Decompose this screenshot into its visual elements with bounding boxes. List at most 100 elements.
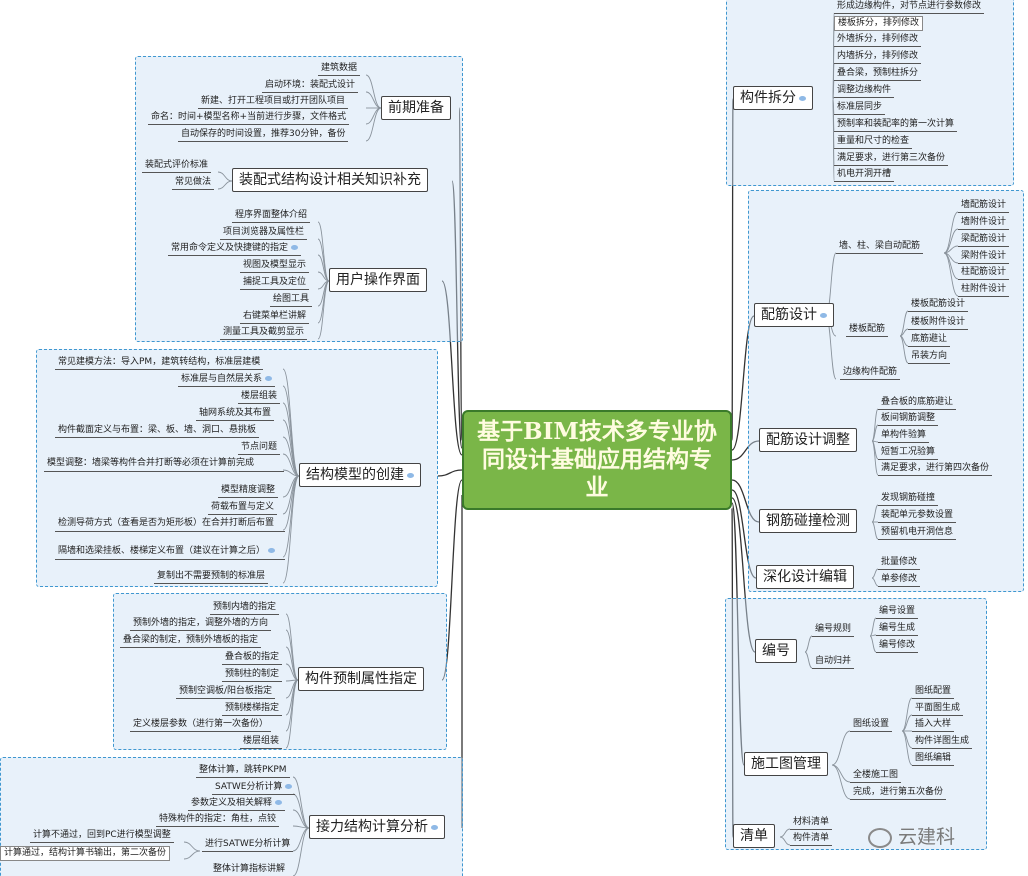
leaf-shenhua[interactable]: 单参修改 bbox=[878, 573, 921, 587]
leaf-peijin-a[interactable]: 梁配筋设计 bbox=[958, 233, 1010, 247]
leaf-qianqi[interactable]: 启动环境：装配式设计 bbox=[262, 79, 359, 93]
leaf-peijin-a[interactable]: 梁附件设计 bbox=[958, 250, 1010, 264]
branch-jieli[interactable]: 接力结构计算分析 bbox=[309, 815, 445, 839]
leaf-chaifen[interactable]: 调整边缘构件 bbox=[834, 84, 895, 98]
branch-qingdan[interactable]: 清单 bbox=[733, 824, 775, 848]
sub-bianhao[interactable]: 自动归并 bbox=[812, 655, 855, 669]
sub-peijin[interactable]: 墙、柱、梁自动配筋 bbox=[836, 240, 924, 254]
leaf-yonghu[interactable]: 捕捉工具及定位 bbox=[240, 276, 310, 290]
leaf-yuzhi[interactable]: 楼层组装 bbox=[240, 735, 283, 749]
leaf-pengzhuang[interactable]: 装配单元参数设置 bbox=[878, 509, 957, 523]
branch-peijin[interactable]: 配筋设计 bbox=[754, 303, 834, 327]
leaf-chaifen[interactable]: 楼板拆分，排列修改 bbox=[834, 16, 924, 31]
leaf-qingdan[interactable]: 材料清单 bbox=[790, 816, 833, 830]
leaf-yonghu[interactable]: 常用命令定义及快捷键的指定 bbox=[168, 242, 302, 256]
central-topic[interactable]: 基于BIM技术多专业协同设计基础应用结构专业 bbox=[462, 410, 732, 510]
branch-qianqi[interactable]: 前期准备 bbox=[381, 96, 451, 120]
leaf-shigong[interactable]: 图纸配置 bbox=[912, 685, 955, 699]
leaf-jieli[interactable]: 特殊构件的指定：角柱，点铰 bbox=[156, 813, 280, 827]
leaf-moxing[interactable]: 隔墙和选梁挂板、楼梯定义布置（建议在计算之后） bbox=[55, 544, 285, 560]
leaf-moxing[interactable]: 楼层组装 bbox=[238, 390, 281, 404]
leaf-tiaozheng[interactable]: 叠合板的底筋避让 bbox=[878, 396, 957, 410]
leaf-bianhao[interactable]: 编号修改 bbox=[876, 639, 919, 653]
leaf-yonghu[interactable]: 项目浏览器及属性栏 bbox=[220, 226, 308, 240]
leaf-peijin-a[interactable]: 柱附件设计 bbox=[958, 283, 1010, 297]
leaf-chaifen[interactable]: 预制率和装配率的第一次计算 bbox=[834, 118, 958, 132]
leaf-yuzhi[interactable]: 预制柱的制定 bbox=[222, 668, 283, 682]
leaf-zhishi[interactable]: 常见做法 bbox=[172, 176, 215, 190]
leaf-bianhao[interactable]: 编号设置 bbox=[876, 605, 919, 619]
leaf-chaifen[interactable]: 满足要求，进行第三次备份 bbox=[834, 152, 949, 166]
leaf-yuzhi[interactable]: 预制楼梯指定 bbox=[222, 702, 283, 716]
leaf-shigong[interactable]: 构件详图生成 bbox=[912, 735, 973, 749]
leaf-jieli[interactable]: 进行SATWE分析计算 bbox=[202, 838, 294, 852]
leaf-moxing[interactable]: 模型调整：墙梁等构件合并打断等必须在计算前完成 bbox=[44, 456, 284, 472]
leaf-chaifen[interactable]: 标准层同步 bbox=[834, 101, 886, 115]
leaf-peijin-a[interactable]: 柱配筋设计 bbox=[958, 266, 1010, 280]
sub-peijin[interactable]: 楼板配筋 bbox=[846, 323, 889, 337]
leaf-yuzhi[interactable]: 叠合板的指定 bbox=[222, 651, 283, 665]
leaf-moxing[interactable]: 构件截面定义与布置：梁、板、墙、洞口、悬挑板 bbox=[55, 424, 260, 438]
branch-chaifen[interactable]: 构件拆分 bbox=[733, 86, 813, 110]
leaf-peijin-a[interactable]: 墙附件设计 bbox=[958, 216, 1010, 230]
leaf-jieli[interactable]: 计算通过，结构计算书输出，第二次备份 bbox=[0, 846, 171, 861]
leaf-tiaozheng[interactable]: 单构件验算 bbox=[878, 429, 930, 443]
leaf-yuzhi[interactable]: 预制外墙的指定，调整外墙的方向 bbox=[130, 617, 272, 631]
leaf-peijin-b[interactable]: 底筋避让 bbox=[908, 333, 951, 347]
leaf-moxing[interactable]: 荷载布置与定义 bbox=[208, 501, 278, 515]
leaf-moxing[interactable]: 检测导荷方式（查看是否为矩形板）在合并打断后布置 bbox=[55, 516, 285, 532]
branch-shigong[interactable]: 施工图管理 bbox=[744, 752, 828, 776]
sub-shigong[interactable]: 图纸设置 bbox=[850, 718, 893, 732]
leaf-moxing[interactable]: 复制出不需要预制的标准层 bbox=[154, 570, 269, 584]
sub-bianhao[interactable]: 编号规则 bbox=[812, 623, 855, 637]
leaf-yonghu[interactable]: 程序界面整体介绍 bbox=[232, 209, 311, 223]
leaf-yuzhi[interactable]: 预制内墙的指定 bbox=[210, 601, 280, 615]
sub-shigong[interactable]: 完成，进行第五次备份 bbox=[850, 786, 947, 800]
leaf-shigong[interactable]: 平面图生成 bbox=[912, 702, 964, 716]
leaf-peijin-b[interactable]: 吊装方向 bbox=[908, 350, 951, 364]
leaf-chaifen[interactable]: 机电开洞开槽 bbox=[834, 168, 895, 182]
leaf-chaifen[interactable]: 内墙拆分，排列修改 bbox=[834, 50, 922, 64]
leaf-moxing[interactable]: 常见建模方法：导入PM，建筑转结构，标准层建模 bbox=[55, 356, 264, 370]
leaf-pengzhuang[interactable]: 预留机电开洞信息 bbox=[878, 526, 957, 540]
leaf-qianqi[interactable]: 自动保存的时间设置，推荐30分钟，备份 bbox=[178, 128, 349, 142]
leaf-jieli[interactable]: 整体计算指标讲解 bbox=[210, 863, 288, 876]
sub-peijin[interactable]: 边缘构件配筋 bbox=[840, 366, 901, 380]
leaf-jieli[interactable]: 整体计算，跳转PKPM bbox=[196, 764, 290, 778]
branch-tiaozheng[interactable]: 配筋设计调整 bbox=[759, 428, 857, 452]
leaf-yonghu[interactable]: 视图及模型显示 bbox=[240, 259, 310, 273]
leaf-moxing[interactable]: 标准层与自然层关系 bbox=[178, 373, 276, 387]
leaf-moxing[interactable]: 模型精度调整 bbox=[218, 484, 279, 498]
leaf-yonghu[interactable]: 绘图工具 bbox=[270, 293, 313, 307]
leaf-peijin-b[interactable]: 楼板配筋设计 bbox=[908, 298, 969, 312]
leaf-yuzhi[interactable]: 预制空调板/阳台板指定 bbox=[176, 685, 276, 699]
leaf-tiaozheng[interactable]: 板间钢筋调整 bbox=[878, 412, 939, 426]
branch-moxing[interactable]: 结构模型的创建 bbox=[299, 463, 421, 487]
leaf-chaifen[interactable]: 外墙拆分，排列修改 bbox=[834, 33, 922, 47]
leaf-chaifen[interactable]: 叠合梁，预制柱拆分 bbox=[834, 67, 922, 81]
leaf-chaifen[interactable]: 重量和尺寸的检查 bbox=[834, 135, 913, 149]
sub-shigong[interactable]: 全楼施工图 bbox=[850, 769, 902, 783]
leaf-qianqi[interactable]: 命名：时间+模型名称+当前进行步骤，文件格式 bbox=[148, 111, 350, 125]
leaf-yonghu[interactable]: 右键菜单栏讲解 bbox=[240, 310, 310, 324]
leaf-yonghu[interactable]: 测量工具及截剪显示 bbox=[220, 326, 308, 340]
branch-pengzhuang[interactable]: 钢筋碰撞检测 bbox=[759, 509, 857, 533]
branch-bianhao[interactable]: 编号 bbox=[755, 639, 797, 663]
leaf-peijin-b[interactable]: 楼板附件设计 bbox=[908, 316, 969, 330]
leaf-shenhua[interactable]: 批量修改 bbox=[878, 556, 921, 570]
branch-shenhua[interactable]: 深化设计编辑 bbox=[756, 565, 854, 589]
leaf-peijin-a[interactable]: 墙配筋设计 bbox=[958, 199, 1010, 213]
branch-zhishi[interactable]: 装配式结构设计相关知识补充 bbox=[232, 168, 428, 192]
leaf-shigong[interactable]: 插入大样 bbox=[912, 718, 955, 732]
leaf-yuzhi[interactable]: 叠合梁的制定，预制外墙板的指定 bbox=[120, 634, 262, 648]
leaf-jieli[interactable]: 计算不通过，回到PC进行模型调整 bbox=[30, 829, 174, 843]
leaf-qingdan[interactable]: 构件清单 bbox=[790, 832, 833, 846]
leaf-tiaozheng[interactable]: 短暂工况验算 bbox=[878, 446, 939, 460]
branch-yuzhi[interactable]: 构件预制属性指定 bbox=[298, 667, 424, 691]
leaf-moxing[interactable]: 节点问题 bbox=[238, 441, 281, 455]
leaf-pengzhuang[interactable]: 发现钢筋碰撞 bbox=[878, 492, 939, 506]
branch-yonghu[interactable]: 用户操作界面 bbox=[329, 268, 427, 292]
leaf-bianhao[interactable]: 编号生成 bbox=[876, 622, 919, 636]
leaf-jieli[interactable]: SATWE分析计算 bbox=[212, 781, 296, 795]
leaf-shigong[interactable]: 图纸编辑 bbox=[912, 752, 955, 766]
